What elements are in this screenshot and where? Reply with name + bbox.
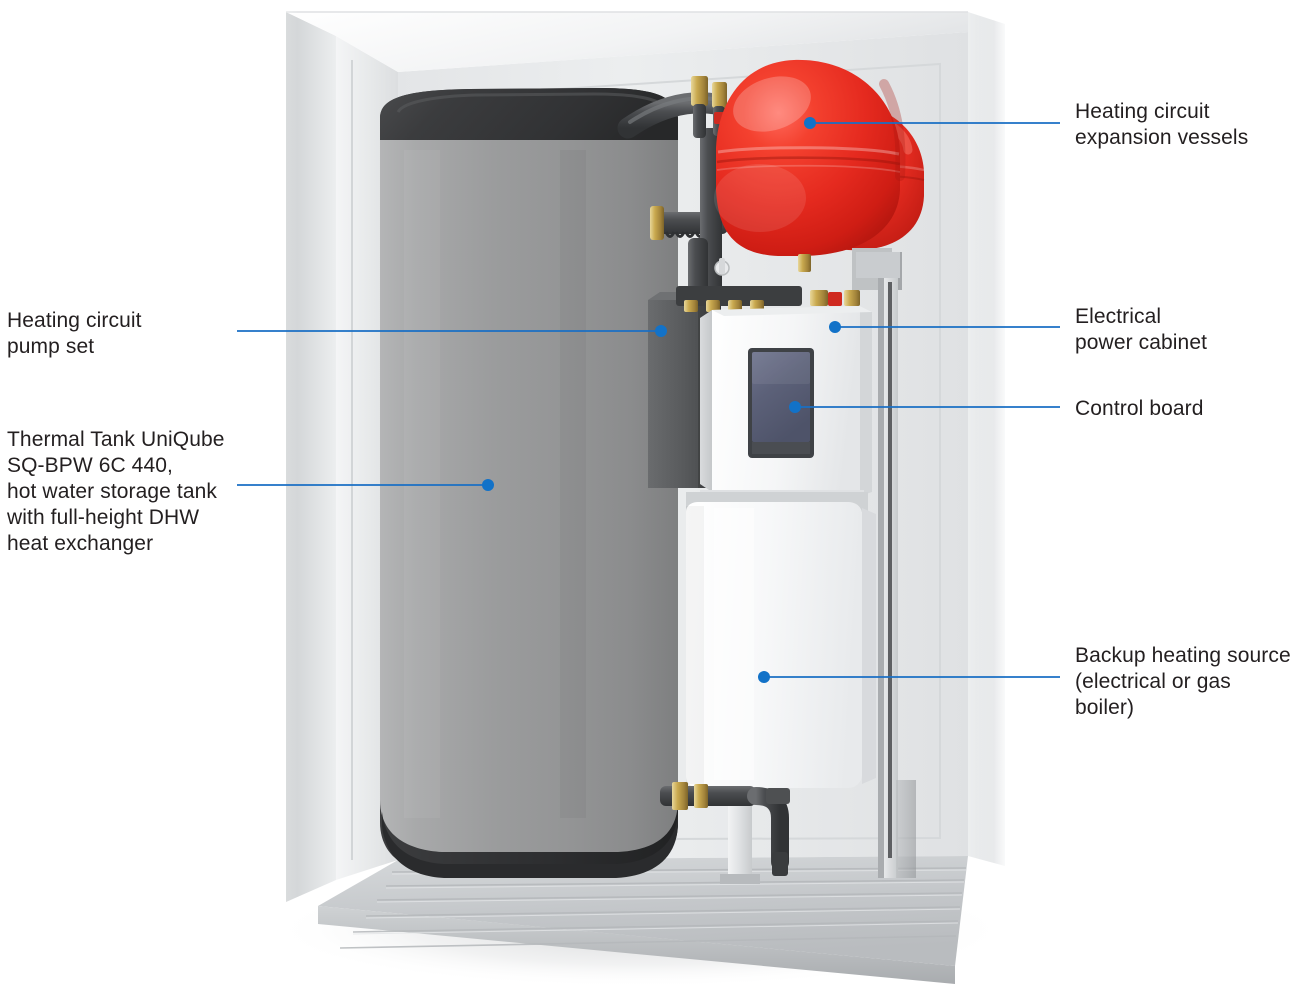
expansion-vessel-seam-lower: [716, 164, 901, 173]
brass-vessel-outlet: [798, 254, 811, 272]
electrical-cabinet-top: [712, 306, 872, 316]
callout-label-thermal-tank-uniqube: Thermal Tank UniQube SQ-BPW 6C 440, hot …: [7, 428, 225, 555]
backup-boiler-face: [686, 502, 862, 788]
storage-tank-base-front: [382, 812, 678, 878]
callout-label-heating-circuit-expansion-vessels: Heating circuit expansion vessels: [1075, 100, 1249, 149]
pipe-boiler-connection: [766, 788, 790, 804]
pipe-top-curve: [617, 92, 727, 139]
expansion-vessel-seam-mid: [716, 156, 901, 166]
control-board-screen: [752, 352, 810, 442]
callout-label-backup-heating-source: Backup heating source (electrical or gas…: [1075, 644, 1291, 719]
storage-tank: [380, 88, 678, 878]
render-left-fade: [250, 0, 298, 1002]
storage-tank-sheen-1: [404, 150, 440, 818]
callout-label-electrical-power-cabinet: Electrical power cabinet: [1075, 305, 1208, 354]
storage-tank-sheen-2: [560, 150, 586, 818]
callout-label-control-board: Control board: [1075, 397, 1204, 420]
backup-boiler: [686, 492, 876, 788]
manifold-valve-red: [828, 292, 842, 306]
backup-boiler-gloss: [714, 508, 754, 780]
storage-tank-base: [380, 800, 678, 874]
storage-tank-cap-body: [380, 88, 678, 152]
expansion-vessel-front: [716, 59, 900, 257]
brass-nipple-a: [691, 76, 708, 106]
manifold-brass-right: [810, 290, 828, 306]
insulated-piping-lower: [660, 782, 790, 876]
electrical-cabinet-right-side: [860, 306, 872, 496]
support-rail-vertical-shade: [878, 268, 884, 878]
brass-nipple-b: [712, 82, 727, 108]
electrical-cabinet-left-bevel: [700, 310, 712, 492]
expansion-vessel-specular: [733, 76, 811, 132]
support-frame: [720, 252, 916, 884]
brass-fitting-lower-b: [694, 784, 708, 808]
pipe-stub-a: [693, 104, 706, 138]
expansion-vessels: [714, 59, 925, 290]
control-board-screen-gloss: [752, 352, 810, 384]
control-board-strip: [752, 442, 810, 454]
brass-flange-manifold: [650, 206, 664, 240]
support-rail-head: [856, 252, 900, 278]
enclosure-top-band: [286, 12, 968, 72]
support-foot-plate: [720, 874, 760, 884]
expansion-vessel-specular-soft: [714, 164, 806, 232]
support-post-right: [896, 780, 916, 878]
floor-front-edge: [318, 906, 955, 984]
brass-fitting-lower-a: [672, 782, 688, 810]
pipe-drain-stub: [772, 852, 788, 876]
support-rail-slot: [888, 282, 892, 858]
control-board-display: [748, 348, 814, 458]
enclosure-left-wall: [286, 12, 336, 902]
expansion-vessel-rim-shade: [879, 79, 906, 181]
enclosure-back-frame: [423, 62, 941, 841]
floor-grooves: [339, 867, 967, 949]
backup-boiler-left-shade: [686, 506, 704, 784]
render-right-fade: [975, 0, 1065, 1002]
backup-boiler-right-side: [862, 508, 876, 784]
storage-tank-body: [380, 140, 678, 868]
valve-stem: [719, 258, 725, 274]
expansion-vessel-seam-upper: [717, 146, 900, 156]
electrical-cabinet: [700, 306, 872, 508]
callout-label-heating-circuit-pump-set: Heating circuit pump set: [7, 309, 142, 358]
floor-base-panel: [318, 856, 968, 984]
manifold-brass-right-2: [844, 290, 860, 306]
